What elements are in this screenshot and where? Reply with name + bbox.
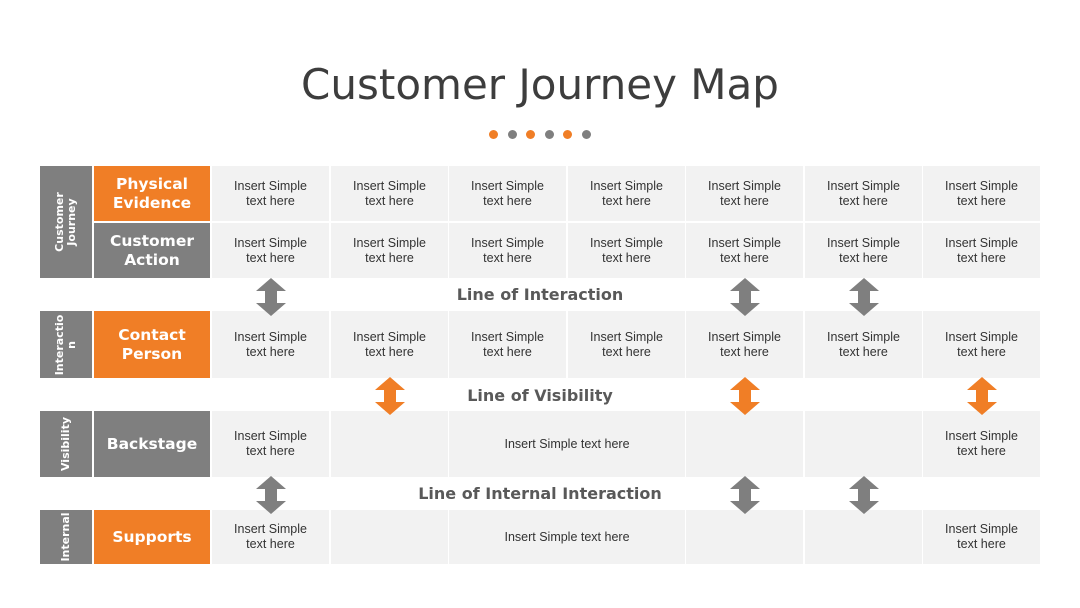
- grid-cell: Insert Simple text here: [331, 311, 448, 378]
- grid-cell: Insert Simple text here: [686, 311, 803, 378]
- grid-cell: Insert Simple text here: [212, 411, 329, 477]
- row-label-contact-person: Contact Person: [94, 311, 210, 378]
- grid-cell: Insert Simple text here: [805, 311, 922, 378]
- double-arrow-icon: [729, 476, 760, 514]
- grid-cell: Insert Simple text here: [686, 166, 803, 221]
- double-arrow-icon: [729, 278, 760, 316]
- grid-cell: Insert Simple text here: [923, 411, 1040, 477]
- grid-cell: Insert Simple text here: [923, 311, 1040, 378]
- grid-cell: Insert Simple text here: [212, 311, 329, 378]
- double-arrow-icon: [848, 278, 879, 316]
- page-title: Customer Journey Map: [301, 60, 779, 109]
- double-arrow-icon: [848, 476, 879, 514]
- grid-cell: Insert Simple text here: [449, 311, 566, 378]
- grid-cell: Insert Simple text here: [449, 166, 566, 221]
- title-dot: [526, 130, 535, 139]
- grid-cell: Insert Simple text here: [449, 223, 566, 278]
- double-arrow-icon: [966, 377, 997, 415]
- title-dot: [563, 130, 572, 139]
- grid-cell: Insert Simple text here: [805, 223, 922, 278]
- grid-cell: Insert Simple text here: [805, 166, 922, 221]
- side-label-interaction-text: Interactio n: [53, 314, 78, 375]
- grid-cell: Insert Simple text here: [212, 166, 329, 221]
- grid-cell: Insert Simple text here: [568, 223, 685, 278]
- title-dots: [489, 130, 591, 139]
- grid-cell: Insert Simple text here: [923, 223, 1040, 278]
- grid-cell: Insert Simple text here: [568, 311, 685, 378]
- grid-cell: Insert Simple text here: [212, 223, 329, 278]
- grid-cell-merged: Insert Simple text here: [449, 411, 685, 477]
- side-label-internal-text: Internal: [59, 512, 72, 562]
- grid-cell: Insert Simple text here: [331, 166, 448, 221]
- row-label-physical-evidence: Physical Evidence: [94, 166, 210, 221]
- grid-cell-merged: Insert Simple text here: [449, 510, 685, 564]
- row-label-backstage: Backstage: [94, 411, 210, 477]
- grid-cell: Insert Simple text here: [686, 223, 803, 278]
- grid-cell-empty: [805, 510, 922, 564]
- grid-cell: Insert Simple text here: [331, 223, 448, 278]
- grid-cell: Insert Simple text here: [923, 166, 1040, 221]
- grid-cell: Insert Simple text here: [212, 510, 329, 564]
- grid-cell-empty: [331, 411, 448, 477]
- grid-cell: Insert Simple text here: [568, 166, 685, 221]
- double-arrow-icon: [374, 377, 405, 415]
- title-dot: [544, 130, 554, 139]
- grid-cell-empty: [686, 510, 803, 564]
- side-label-internal: Internal: [40, 510, 92, 564]
- row-label-customer-action: Customer Action: [94, 223, 210, 278]
- row-label-supports: Supports: [94, 510, 210, 564]
- side-label-customer-journey: Customer Journey: [40, 166, 92, 278]
- title-dot: [507, 130, 517, 139]
- line-of-interaction: Line of Interaction: [456, 285, 624, 304]
- side-label-visibility-text: Visibility: [59, 416, 72, 472]
- side-label-customer-journey-text: Customer Journey: [53, 192, 78, 252]
- double-arrow-icon: [255, 476, 286, 514]
- grid-cell-empty: [686, 411, 803, 477]
- line-of-visibility: Line of Visibility: [467, 386, 613, 405]
- title-dot: [489, 130, 498, 139]
- double-arrow-icon: [729, 377, 760, 415]
- double-arrow-icon: [255, 278, 286, 316]
- grid-cell: Insert Simple text here: [923, 510, 1040, 564]
- side-label-interaction: Interactio n: [40, 311, 92, 378]
- grid-cell-empty: [805, 411, 922, 477]
- line-of-internal-interaction: Line of Internal Interaction: [418, 484, 662, 503]
- grid-cell-empty: [331, 510, 448, 564]
- title-dot: [581, 130, 591, 139]
- side-label-visibility: Visibility: [40, 411, 92, 477]
